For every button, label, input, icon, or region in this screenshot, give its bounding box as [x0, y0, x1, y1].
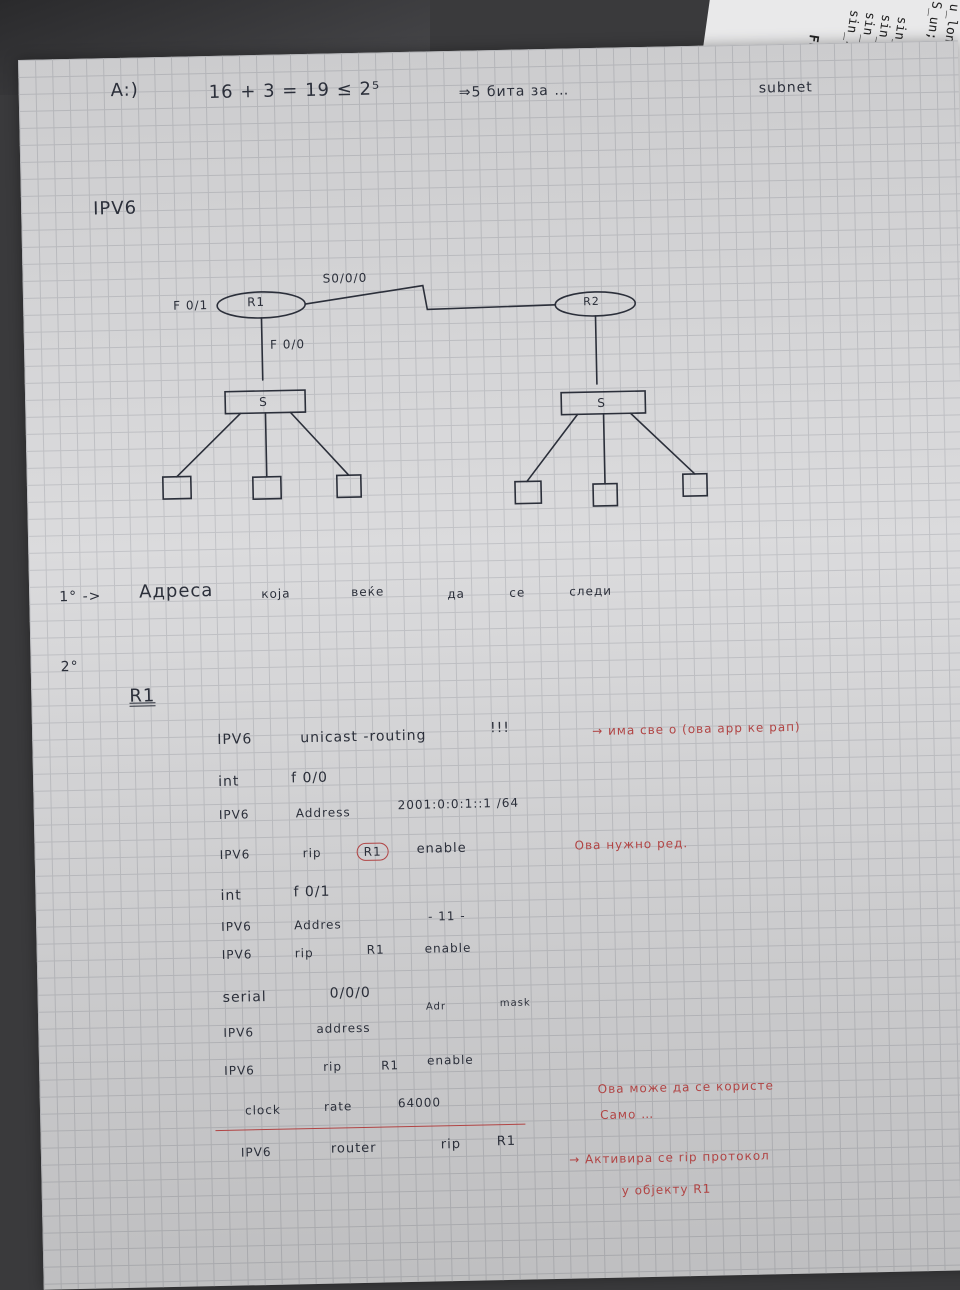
red-note: Ова може да се користе	[597, 1078, 775, 1097]
config-cmd: int	[220, 887, 242, 904]
config-cmd: IPV6	[218, 807, 250, 822]
config-arg: unicast -routing	[300, 727, 427, 747]
serial-label: S0/0/0	[322, 270, 368, 286]
config-arg: f 0/1	[293, 883, 331, 901]
config-extra: R1	[356, 842, 389, 862]
config-extra2: mask	[499, 997, 531, 1010]
serial-link	[304, 284, 557, 311]
note-word: веќе	[351, 584, 385, 600]
config-extra: R1	[366, 942, 385, 957]
config-arg: rate	[323, 1099, 353, 1114]
note-word: се	[509, 585, 526, 600]
network-sketch	[161, 284, 709, 507]
red-note: → Активира се rip протокол	[569, 1148, 770, 1167]
config-extra: 2001:0:0:1::1 /64	[397, 795, 520, 813]
cable	[175, 412, 242, 478]
config-extra2: enable	[416, 840, 467, 857]
note-word: следи	[569, 583, 613, 599]
config-arg: Address	[295, 805, 351, 821]
config-arg: 0/0/0	[329, 984, 371, 1002]
note-word: да	[447, 586, 466, 602]
config-cmd: IPV6	[221, 919, 252, 934]
note-number-2: 2°	[60, 658, 79, 676]
config-extra: - 11 -	[427, 908, 466, 924]
note-word: која	[261, 586, 291, 602]
config-cmd: IPV6	[223, 1025, 255, 1040]
config-extra: !!!	[489, 719, 511, 737]
config-extra: 64000	[397, 1095, 442, 1111]
config-cmd: clock	[244, 1102, 282, 1118]
grid-paper: A:) 16 + 3 = 19 ≤ 2⁵ ⇒5 бита за … subnet…	[18, 40, 960, 1290]
config-cmd: int	[217, 773, 240, 790]
pc-3-shape	[335, 474, 363, 499]
config-extra2: R1	[496, 1133, 517, 1150]
pc-4-shape	[514, 480, 543, 505]
cable	[629, 412, 696, 475]
note-number-1: 1° ->	[59, 588, 102, 606]
config-arg: Addres	[294, 917, 342, 933]
config-arg: address	[316, 1020, 371, 1036]
red-note: Ова нужно ред.	[574, 836, 689, 853]
red-note: у објекту R1	[621, 1181, 712, 1198]
back-sheet-line: S_un;	[923, 0, 944, 42]
config-cmd: IPV6	[219, 847, 251, 862]
pc-5-shape	[592, 482, 619, 507]
config-cmd: IPV6	[224, 1063, 255, 1078]
cable	[602, 413, 606, 485]
config-extra: Adr	[425, 1001, 447, 1013]
switch-1-label: S	[259, 394, 268, 410]
pc-6-shape	[682, 472, 709, 497]
cable	[526, 413, 579, 483]
red-note: → има све о (ова арр ке рап)	[592, 719, 801, 739]
r2-label: R2	[583, 294, 600, 309]
pc-2-shape	[251, 475, 283, 500]
pc-1-shape	[161, 475, 193, 500]
config-cmd: IPV6	[240, 1144, 272, 1160]
config-arg: rip	[302, 845, 322, 861]
cable	[264, 412, 268, 478]
r1-switch-link	[260, 317, 264, 381]
config-arg: router	[330, 1140, 377, 1157]
r1-down-interface: F 0/0	[269, 337, 306, 352]
r1-left-interface: F 0/1	[173, 298, 209, 313]
config-cmd: serial	[222, 988, 267, 1006]
config-arg: f 0/0	[290, 769, 329, 787]
section-heading: R1	[129, 685, 156, 707]
config-cmd: IPV6	[217, 731, 253, 748]
config-extra: R1	[380, 1058, 400, 1073]
r2-switch-link	[594, 315, 598, 385]
config-extra2: enable	[426, 1052, 474, 1068]
config-arg: rip	[323, 1059, 343, 1074]
config-extra2: enable	[424, 940, 472, 956]
red-note: Само …	[600, 1106, 655, 1123]
config-cmd: IPV6	[221, 947, 253, 962]
r1-label: R1	[246, 294, 266, 310]
switch-2-label: S	[597, 395, 607, 410]
note-word: Адреса	[138, 580, 214, 603]
config-arg: rip	[294, 946, 314, 961]
cable	[289, 411, 350, 476]
config-extra: rip	[440, 1136, 462, 1153]
